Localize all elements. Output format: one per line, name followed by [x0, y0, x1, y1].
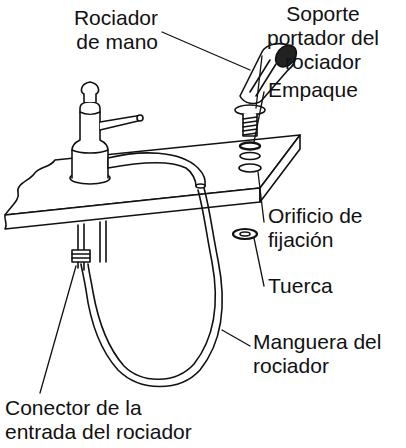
holder-thread	[243, 117, 257, 135]
part-label: Rociador de mano	[50, 6, 158, 54]
leader-line	[222, 330, 250, 346]
part-label: Orificio de fijación	[268, 204, 402, 252]
nut-hole	[240, 232, 250, 236]
part-label: Conector de la entrada del rociador	[5, 396, 210, 444]
gasket	[240, 143, 260, 150]
flat-washer	[240, 153, 260, 160]
leader-line	[256, 56, 262, 108]
sprayer-hose	[81, 188, 222, 387]
leader-line	[40, 266, 76, 393]
part-label: Soporte portador del rociador	[248, 2, 398, 74]
countertop-front	[5, 188, 260, 229]
leader-line	[254, 238, 264, 286]
sprayer-hose-edge	[88, 190, 215, 379]
nut	[233, 229, 257, 239]
inlet-connector	[72, 250, 90, 262]
faucet-lever	[100, 116, 140, 130]
countertop-side	[260, 135, 300, 202]
faucet-body	[72, 102, 108, 178]
leader-line	[258, 172, 264, 222]
part-label: Empaque	[268, 78, 388, 102]
faucet-detail	[72, 112, 108, 153]
leader-lines	[40, 32, 264, 393]
leader-line	[254, 92, 264, 142]
mounting-hole	[239, 164, 261, 172]
lever-tip	[137, 115, 143, 121]
faucet-knob	[82, 82, 99, 102]
leader-line	[162, 32, 250, 70]
inlet-thread	[72, 254, 90, 258]
holder-stem	[243, 114, 257, 136]
part-label: Tuerca	[268, 274, 388, 298]
faucet-spout	[108, 153, 205, 186]
part-label: Manguera del rociador	[253, 330, 403, 378]
